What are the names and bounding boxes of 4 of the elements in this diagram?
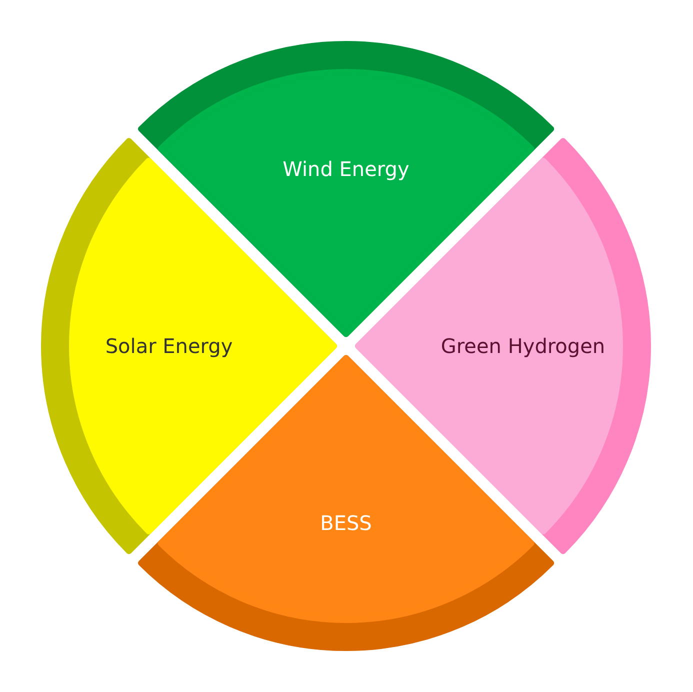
segment-label: BESS (320, 511, 372, 535)
segment-label: Wind Energy (282, 157, 410, 181)
segment-label: Green Hydrogen (440, 334, 606, 358)
segment-label: Solar Energy (105, 334, 233, 358)
